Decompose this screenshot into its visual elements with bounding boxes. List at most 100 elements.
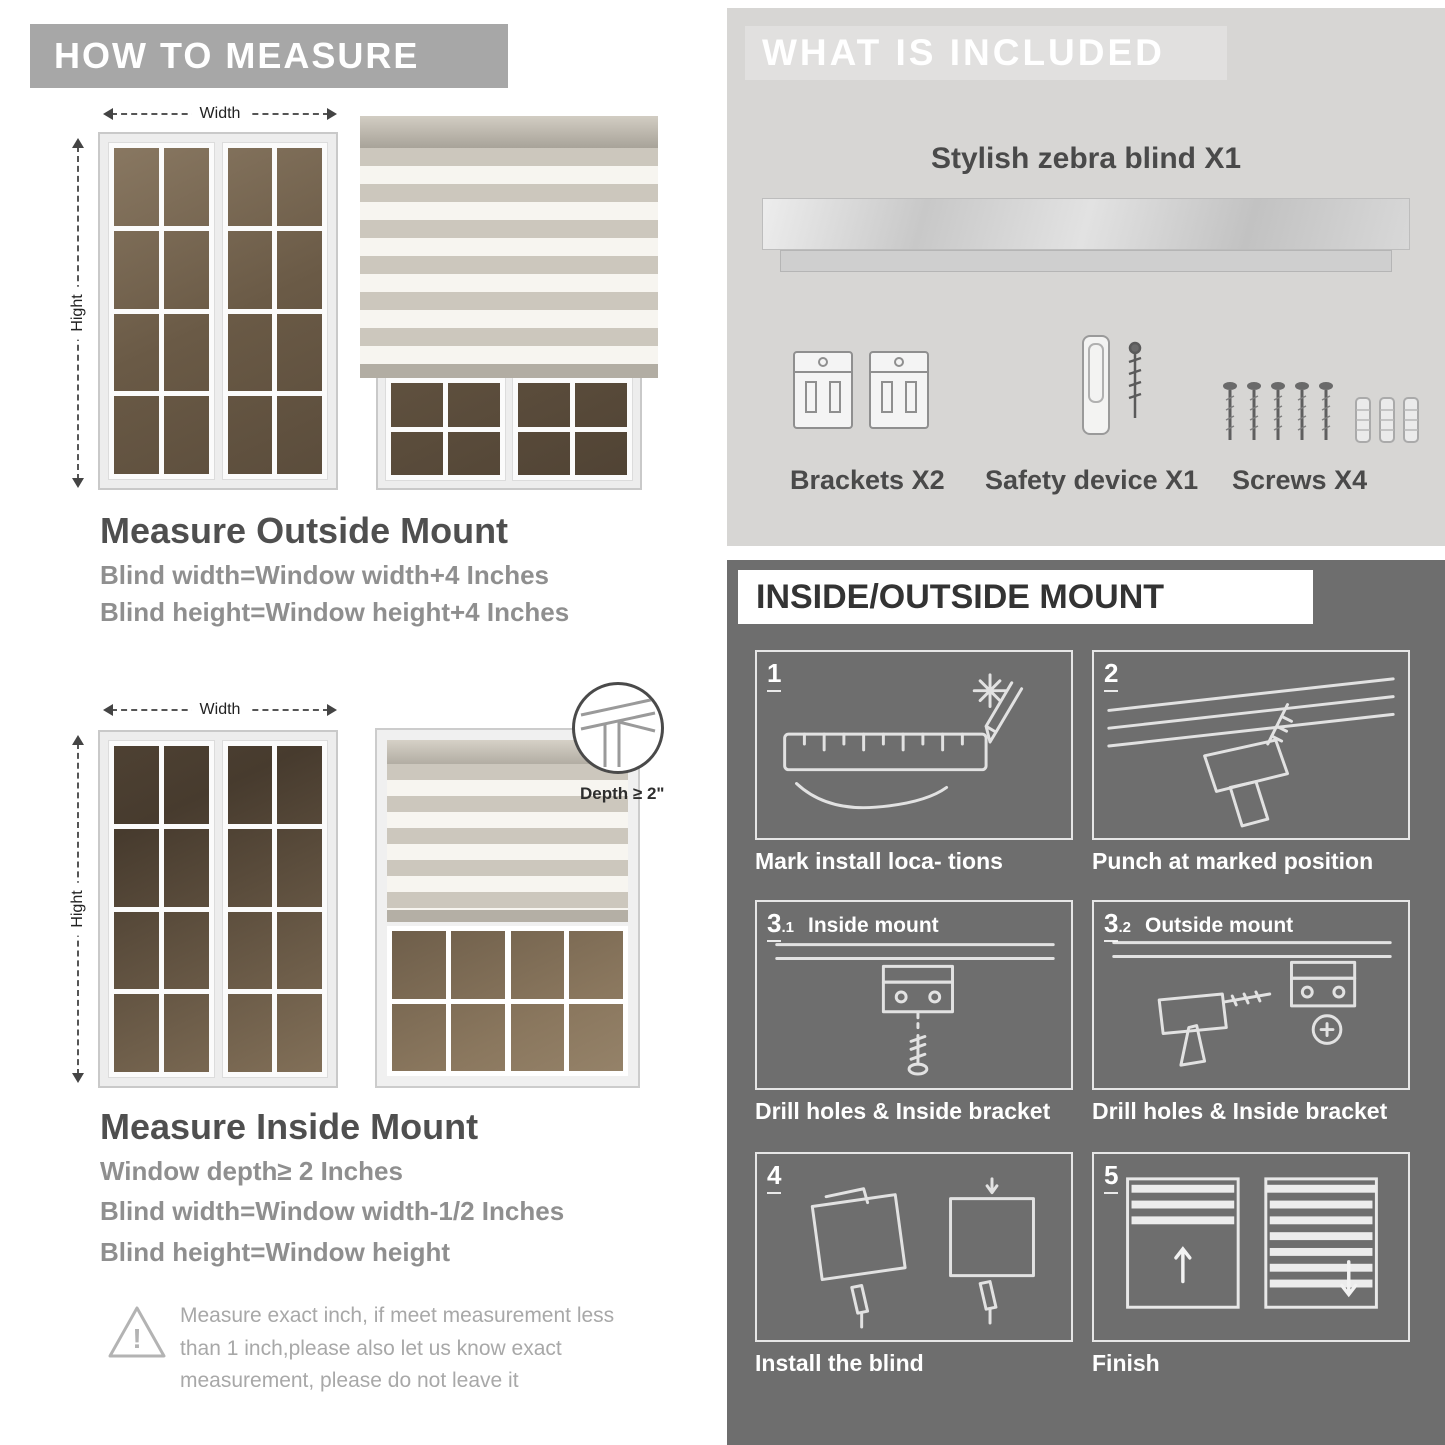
- step-panel-5: 5: [1092, 1152, 1410, 1342]
- arrowhead-right-icon: [327, 704, 337, 716]
- window-illustration-outside: [98, 132, 338, 490]
- step2-drill-illustration: [1107, 677, 1395, 828]
- inside-mount-line-2: Blind width=Window width-1/2 Inches: [100, 1196, 565, 1226]
- step-caption-5: Finish: [1092, 1350, 1160, 1376]
- step4-install-illustration: [810, 1177, 1035, 1329]
- step-caption-4: Install the blind: [755, 1350, 924, 1376]
- step-number: 2: [1104, 658, 1132, 692]
- blind-cassette: [360, 116, 658, 148]
- height-arrow-inside: Hight: [69, 735, 87, 1083]
- measure-note: Measure exact inch, if meet measurement …: [180, 1304, 615, 1393]
- window-sash: [392, 931, 505, 1071]
- window-pane: [163, 313, 209, 392]
- window-pane: [114, 746, 159, 824]
- window-pane: [450, 1003, 505, 1071]
- safety-device-illustration: [1082, 335, 1142, 435]
- step-number: 5: [1104, 1160, 1132, 1194]
- width-arrow-inside: Width: [103, 701, 337, 719]
- window-pane: [450, 931, 505, 999]
- window-pane: [114, 994, 159, 1072]
- window-pane: [163, 746, 209, 824]
- mount-header: INSIDE/OUTSIDE MOUNT: [738, 570, 1313, 624]
- headrail-illustration: [762, 198, 1410, 250]
- included-header: WHAT IS INCLUDED: [762, 32, 1165, 73]
- window-pane: [510, 1003, 565, 1071]
- window-corner-detail: [580, 697, 656, 767]
- window-pane: [518, 431, 570, 475]
- headrail-bottom-bar: [780, 250, 1392, 272]
- inside-mount-line-1: Window depth≥ 2 Inches: [100, 1156, 403, 1186]
- depth-callout-label: Depth ≥ 2": [580, 784, 665, 803]
- height-label: Hight: [69, 882, 87, 936]
- step3-2-bracket-illustration: [1112, 941, 1392, 1067]
- width-arrow-outside: Width: [103, 105, 337, 123]
- window-pane: [163, 828, 209, 907]
- window-pane: [277, 911, 322, 990]
- blind-bottom-rail: [360, 364, 658, 378]
- step3-1-bracket-illustration: [775, 943, 1055, 1076]
- arrowhead-left-icon: [103, 704, 113, 716]
- step-panel-1: 1: [755, 650, 1073, 840]
- window-pane: [277, 746, 322, 824]
- window-pane: [391, 383, 443, 427]
- mount-panel: [727, 560, 1445, 1445]
- step-caption-3-1: Drill holes & Inside bracket: [755, 1098, 1051, 1124]
- window-pane: [163, 911, 209, 990]
- window-pane: [114, 313, 159, 392]
- window-pane: [114, 828, 159, 907]
- window-sash: [108, 740, 215, 1078]
- window-sash: [512, 377, 633, 481]
- window-pane: [448, 431, 500, 475]
- window-pane: [227, 230, 273, 309]
- brackets-label: Brackets X2: [790, 465, 945, 495]
- width-label: Width: [191, 701, 249, 719]
- blind-bottom-rail: [387, 910, 628, 922]
- step1-mark-illustration: [783, 673, 1024, 810]
- window-pane: [277, 994, 322, 1072]
- outside-mount-line-2: Blind height=Window height+4 Inches: [100, 597, 570, 627]
- window-pane: [163, 148, 209, 226]
- arrowhead-up-icon: [72, 138, 84, 148]
- arrowhead-right-icon: [327, 108, 337, 120]
- step5-finish-illustration: [1126, 1177, 1378, 1309]
- inside-mount-title: Measure Inside Mount: [100, 1106, 479, 1147]
- zebra-stripes: [360, 148, 658, 364]
- step-caption-3-2: Drill holes & Inside bracket: [1092, 1098, 1388, 1124]
- window-pane: [392, 931, 446, 999]
- window-sash: [108, 142, 215, 480]
- outside-mount-line-1: Blind width=Window width+4 Inches: [100, 560, 549, 590]
- window-pane: [163, 230, 209, 309]
- window-pane: [392, 1003, 446, 1071]
- window-behind-blind: [376, 368, 642, 490]
- safety-device-label: Safety device X1: [985, 465, 1199, 495]
- step-caption-1: Mark install loca- tions: [755, 848, 1003, 874]
- window-glass: [387, 926, 628, 1076]
- arrowhead-left-icon: [103, 108, 113, 120]
- outside-mount-title: Measure Outside Mount: [100, 510, 509, 551]
- brackets-illustration: [793, 351, 929, 429]
- warning-triangle-icon: !: [108, 1306, 166, 1358]
- window-illustration-inside: [98, 730, 338, 1088]
- window-pane: [227, 396, 273, 474]
- svg-text:!: !: [132, 1323, 141, 1354]
- window-pane: [163, 994, 209, 1072]
- height-arrow-outside: Hight: [69, 138, 87, 488]
- included-header-bar: [745, 26, 1227, 80]
- window-pane: [575, 383, 627, 427]
- window-pane: [277, 148, 322, 226]
- window-sash: [221, 740, 328, 1078]
- arrowhead-down-icon: [72, 478, 84, 488]
- window-sash: [510, 931, 623, 1071]
- window-pane: [227, 828, 273, 907]
- width-label: Width: [191, 105, 249, 123]
- inside-mount-line-3: Blind height=Window height: [100, 1237, 450, 1267]
- depth-callout-circle: [572, 682, 664, 774]
- how-to-measure-title: HOW TO MEASURE: [54, 35, 420, 76]
- window-pane: [114, 230, 159, 309]
- how-to-measure-header: HOW TO MEASURE: [30, 24, 508, 88]
- window-pane: [569, 1003, 623, 1071]
- step-number: 1: [767, 658, 795, 692]
